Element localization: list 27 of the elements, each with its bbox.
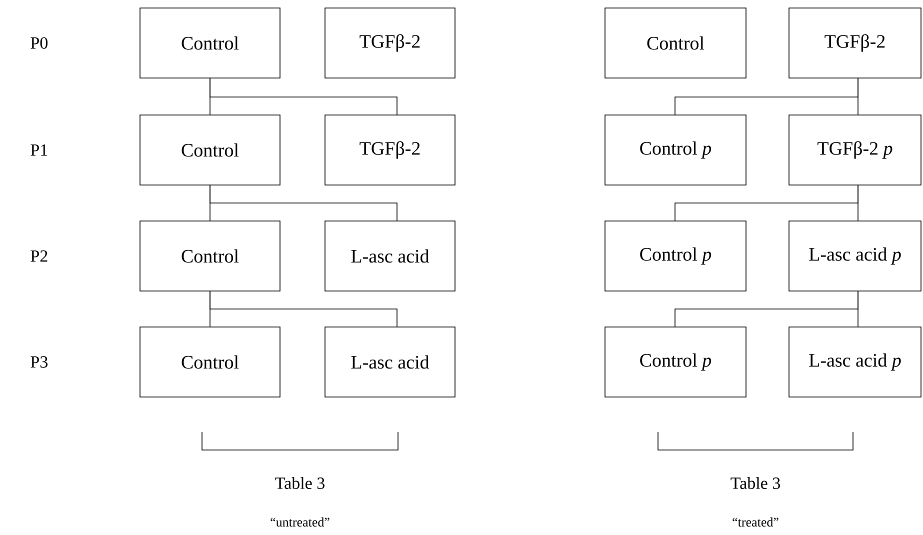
process-box: Control: [140, 114, 280, 186]
process-box: L-asc acid p: [788, 326, 922, 398]
process-box: Control: [140, 220, 280, 292]
connector-line: [210, 78, 398, 115]
process-box: L-asc acid: [324, 220, 456, 292]
row-label: P1: [30, 144, 48, 156]
process-box: Control p: [604, 326, 746, 398]
process-box: TGFβ-2: [788, 8, 922, 78]
process-box: Control: [604, 8, 746, 78]
caption-text: “treated”: [732, 517, 778, 527]
process-box: TGFβ-2: [324, 8, 456, 78]
process-box: Control p: [604, 114, 746, 186]
process-box: TGFβ-2: [324, 114, 456, 186]
table-label: Table 3: [275, 477, 324, 489]
process-box: L-asc acid p: [788, 220, 922, 292]
table-label: Table 3: [730, 477, 780, 489]
process-box: L-asc acid: [324, 326, 456, 398]
connector-line: [210, 291, 398, 327]
process-box: Control: [140, 326, 280, 398]
row-label: P3: [30, 356, 48, 368]
connector-line: [210, 185, 398, 221]
process-box: Control: [140, 8, 280, 78]
row-label: P2: [30, 250, 48, 262]
caption-text: “untreated”: [270, 517, 330, 527]
row-label: P0: [30, 37, 48, 49]
process-box: Control p: [604, 220, 746, 292]
process-box: TGFβ-2 p: [788, 114, 922, 186]
